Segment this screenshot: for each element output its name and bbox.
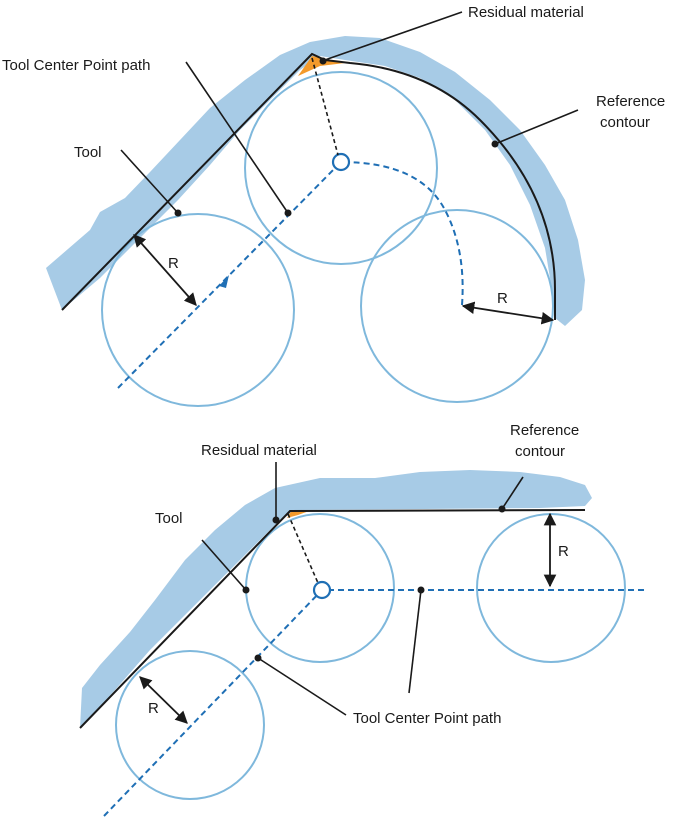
bottom-residual-material — [287, 510, 312, 518]
bottom-contour-leader — [501, 476, 524, 510]
bottom-diagram: Residual material Reference contour Tool… — [79, 422, 645, 817]
top-material-band — [46, 36, 585, 326]
top-radius-label-left: R — [168, 255, 179, 272]
top-tool-circle-right — [360, 209, 554, 403]
bottom-tcp-path-label: Tool Center Point path — [353, 710, 501, 727]
bottom-contour-label-line2: contour — [515, 443, 565, 460]
top-tcp-path — [117, 160, 464, 389]
top-diagram: Residual material Tool Center Point path… — [2, 4, 665, 407]
top-residual-material-label: Residual material — [468, 4, 584, 21]
bottom-residual-material-label: Residual material — [201, 442, 317, 459]
bottom-residual-dot — [272, 516, 280, 524]
top-tcp-direction-arrow — [219, 275, 229, 288]
bottom-reference-contour — [79, 509, 586, 729]
bottom-contour-dot — [498, 505, 506, 513]
bottom-tcp-dot-left — [254, 654, 262, 662]
bottom-tool-label: Tool — [155, 510, 183, 527]
bottom-tcp-leader-left — [257, 657, 347, 716]
top-tcp-marker — [331, 152, 351, 172]
bottom-tcp-leader-right — [408, 589, 422, 694]
bottom-tcp-dot-right — [417, 586, 425, 594]
top-radius-arrow-right — [461, 301, 555, 325]
bottom-material-band — [80, 470, 592, 728]
top-residual-dot — [319, 57, 327, 65]
top-tool-label: Tool — [74, 144, 102, 161]
bottom-tool-circle-left — [115, 650, 265, 800]
top-tool-dot — [174, 209, 182, 217]
top-tool-circle-left — [101, 213, 295, 407]
bottom-tcp-marker — [312, 580, 332, 600]
top-radius-label-right: R — [497, 290, 508, 307]
bottom-tool-dot — [242, 586, 250, 594]
bottom-tcp-path — [103, 589, 645, 817]
top-tcp-path-label: Tool Center Point path — [2, 57, 150, 74]
top-contour-leader — [494, 109, 579, 145]
top-tool-circle-middle — [244, 71, 438, 265]
top-tool-leader — [120, 149, 179, 214]
bottom-radius-arrow-left — [139, 676, 188, 724]
top-contour-label-line2: contour — [600, 114, 650, 131]
top-contour-dot — [491, 140, 499, 148]
top-residual-to-tcp-line — [311, 57, 339, 156]
top-tcp-dot — [284, 209, 292, 217]
bottom-tool-circle-right — [476, 513, 626, 663]
top-radius-arrow-left — [133, 234, 197, 306]
bottom-radius-label-left: R — [148, 700, 159, 717]
top-reference-contour — [61, 52, 556, 320]
bottom-radius-label-right: R — [558, 543, 569, 560]
bottom-residual-to-tcp-line — [287, 513, 319, 584]
bottom-tool-leader — [201, 539, 247, 591]
top-tcp-leader — [185, 61, 289, 214]
top-contour-label-line1: Reference — [596, 93, 665, 110]
top-residual-leader — [321, 11, 463, 62]
bottom-contour-label-line1: Reference — [510, 422, 579, 439]
